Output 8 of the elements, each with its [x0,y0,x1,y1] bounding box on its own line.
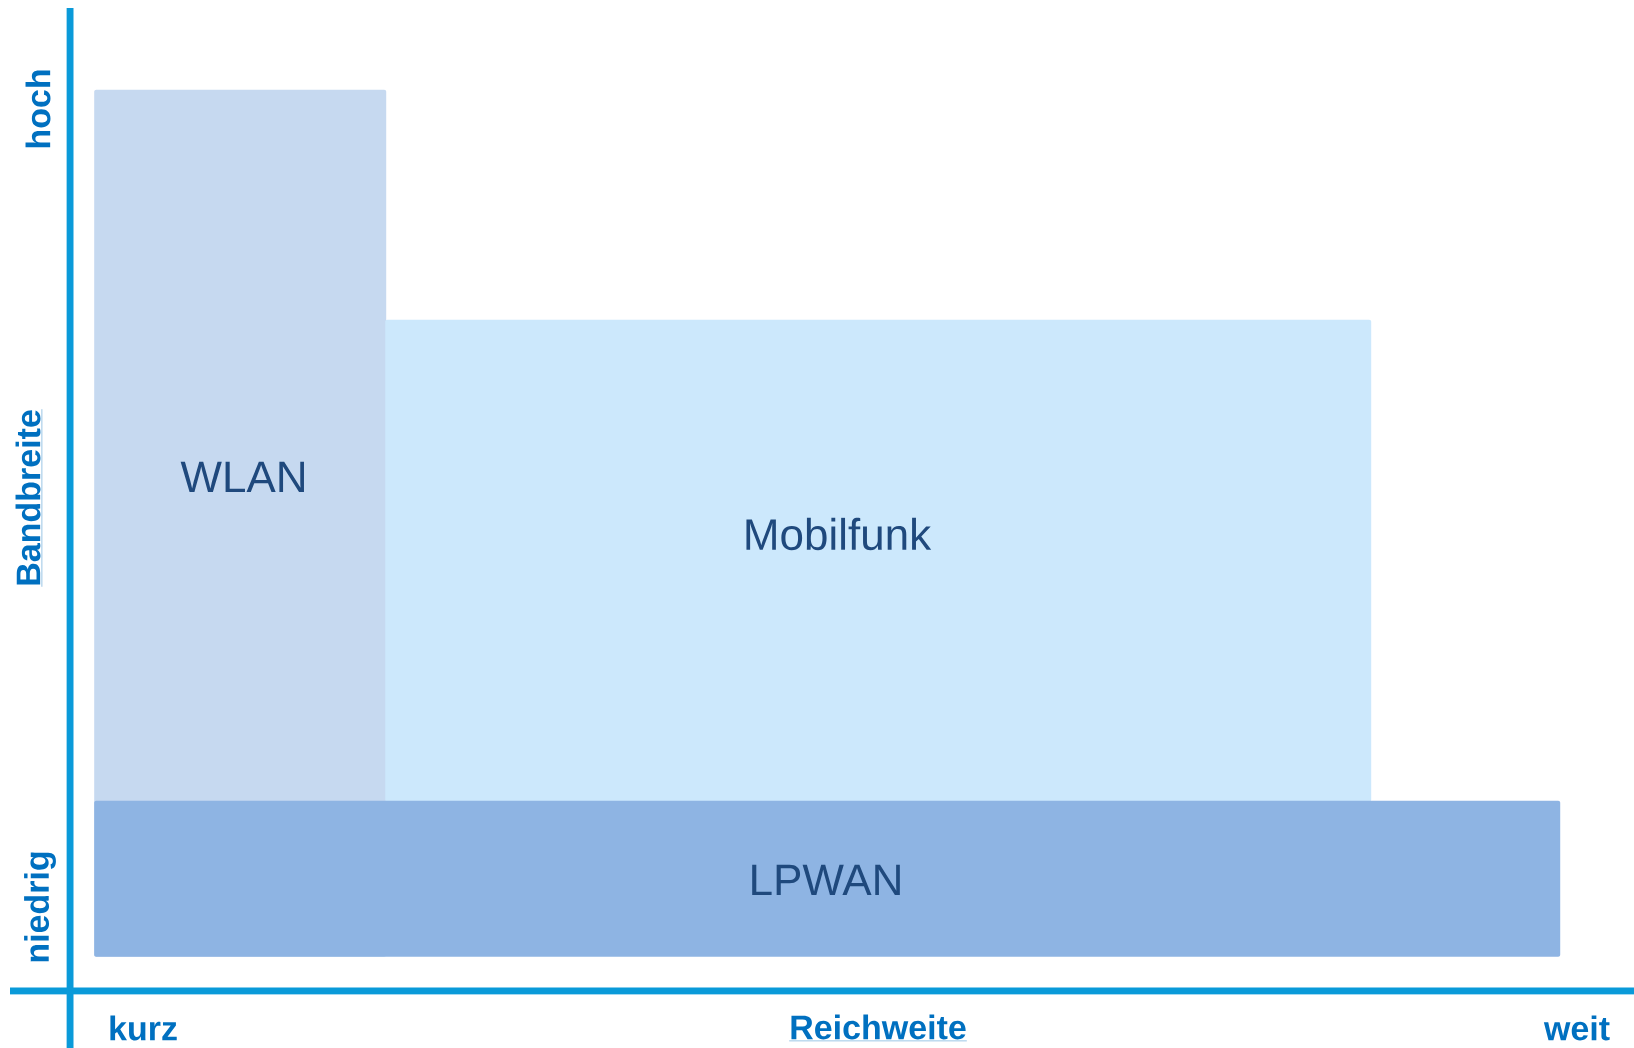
axis-label: Bandbreite [15,409,43,587]
range-box: LPWAN [94,800,1561,957]
axis-label: weit [1543,1015,1610,1041]
axis-label: Reichweite [789,1014,968,1042]
range-box: Mobilfunk [385,319,1372,802]
axis-label: kurz [110,1015,177,1041]
axis-label: niedrig [24,852,56,962]
axis-label: hoch [25,70,51,148]
